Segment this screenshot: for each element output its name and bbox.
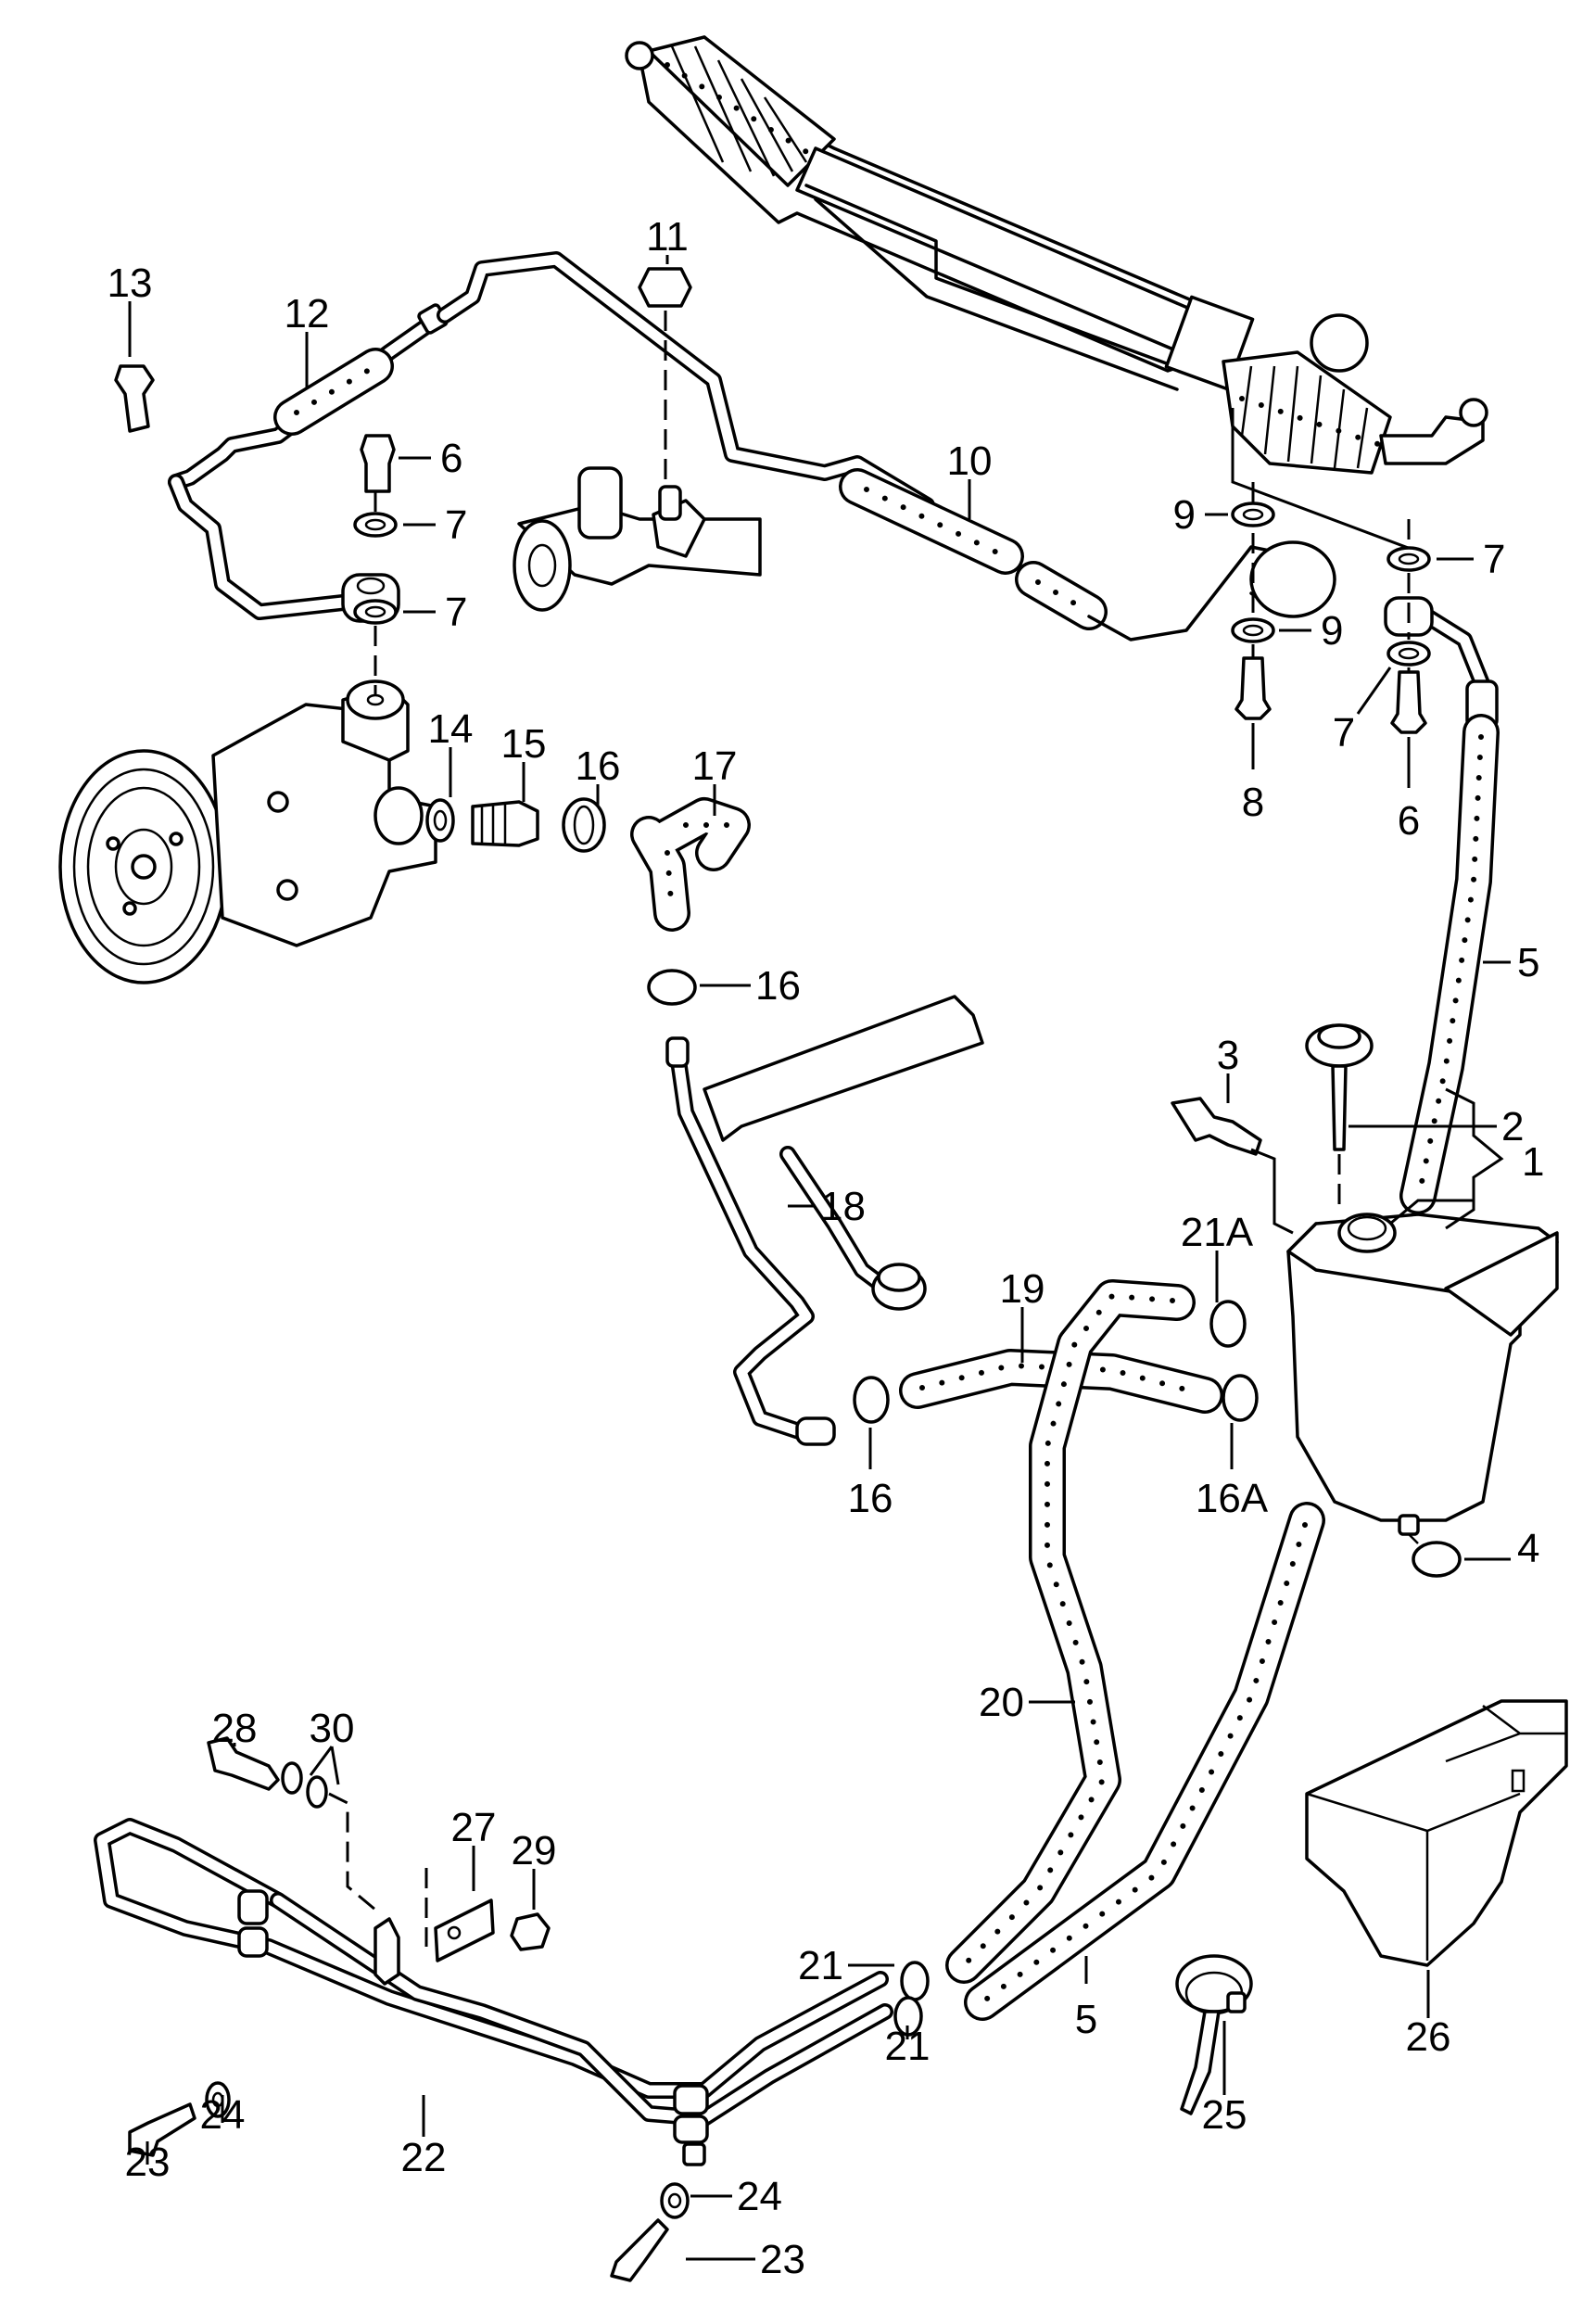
callout-24: 24 <box>737 2174 782 2219</box>
clamp-16c <box>853 1376 890 1424</box>
callout-5: 5 <box>1075 1997 1097 2042</box>
washer-7a <box>353 512 398 538</box>
callout-8: 8 <box>1242 780 1264 825</box>
pressure-line <box>168 251 935 623</box>
cooler-pipe-loop <box>94 1736 930 2282</box>
callout-7: 7 <box>445 590 467 635</box>
left-bellows <box>625 35 836 187</box>
callout-9: 9 <box>1321 608 1343 654</box>
washer-30a <box>281 1761 303 1795</box>
o-ring-14 <box>425 798 455 843</box>
banjo-bolt-8 <box>1234 656 1272 720</box>
callout-4: 4 <box>1517 1526 1539 1571</box>
callout-23: 23 <box>125 2140 171 2185</box>
steering-rack <box>625 35 1488 553</box>
callout-28: 28 <box>212 1706 258 1751</box>
hose-5 <box>964 596 1500 2021</box>
clamp-16 <box>562 797 606 853</box>
mounting-bracket <box>513 466 762 612</box>
callout-13: 13 <box>108 260 153 306</box>
callout-3: 3 <box>1217 1033 1239 1078</box>
clamp-16A <box>1222 1374 1259 1422</box>
clamp-21A <box>1209 1300 1247 1348</box>
right-bellows <box>1222 350 1392 475</box>
hose-clamp-25 <box>1175 1954 1253 2115</box>
banjo-bolt-6a <box>360 434 396 493</box>
hose-10 <box>839 468 1336 641</box>
callout-2: 2 <box>1501 1104 1524 1149</box>
pipe-18 <box>665 995 984 1446</box>
banjo-bolt-6b <box>1390 670 1427 734</box>
callout-17: 17 <box>692 743 738 789</box>
left-fasteners <box>114 267 692 695</box>
washer-9a <box>1231 502 1275 527</box>
clamp-21a <box>900 1961 930 2001</box>
washer-7d <box>1386 641 1431 667</box>
hose-20 <box>945 1279 1259 1984</box>
callout-7: 7 <box>1333 710 1355 756</box>
nut-29 <box>510 1912 551 1951</box>
pump-fittings <box>425 797 751 1006</box>
callout-15: 15 <box>501 721 547 767</box>
callout-16: 16 <box>848 1476 893 1521</box>
washer-24b <box>660 2182 690 2219</box>
callout-24: 24 <box>200 2092 246 2138</box>
bolt-13 <box>114 364 155 433</box>
callout-29: 29 <box>512 1828 557 1873</box>
callout-10: 10 <box>947 438 993 484</box>
callout-18: 18 <box>820 1184 866 1229</box>
reservoir-cover <box>1305 1699 1568 1967</box>
callout-14: 14 <box>428 706 474 752</box>
bolt-23b <box>610 2218 669 2282</box>
callout-1: 1 <box>1522 1139 1544 1185</box>
callout-26: 26 <box>1406 2014 1451 2060</box>
washer-7c <box>1386 546 1431 572</box>
callout-6: 6 <box>1398 798 1420 844</box>
power-steering-pump <box>58 679 437 984</box>
callout-22: 22 <box>401 2135 447 2180</box>
nut-11 <box>638 267 692 308</box>
callout-16: 16 <box>576 743 621 789</box>
clamp-16b <box>647 969 697 1006</box>
bolt-3 <box>1171 1097 1262 1156</box>
right-fasteners <box>1231 482 1431 734</box>
cap-4 <box>1412 1541 1462 1578</box>
callout-25: 25 <box>1202 2092 1247 2138</box>
fluid-reservoir <box>1171 1023 1559 1578</box>
leader-lines <box>128 255 1511 2261</box>
callout-7: 7 <box>1483 537 1505 582</box>
bolt-28 <box>207 1736 280 1791</box>
callout-27: 27 <box>451 1805 497 1850</box>
hose-19 <box>853 1349 1223 1424</box>
callout-21: 21 <box>885 2024 931 2069</box>
callout-5: 5 <box>1517 940 1539 985</box>
callout-16: 16 <box>755 963 801 1009</box>
washer-7b <box>353 599 398 625</box>
callout-19: 19 <box>1000 1266 1045 1312</box>
callout-12: 12 <box>285 291 330 337</box>
callout-21A: 21A <box>1181 1210 1254 1255</box>
callout-11: 11 <box>646 214 689 260</box>
washer-9b <box>1231 617 1275 643</box>
callout-21: 21 <box>798 1943 843 1988</box>
callout-20: 20 <box>979 1680 1024 1725</box>
callout-7: 7 <box>445 502 467 548</box>
callout-30: 30 <box>310 1706 355 1751</box>
callout-labels: 13 12 11 6 7 7 10 9 7 9 7 8 6 14 15 16 1… <box>108 214 1545 2282</box>
callout-9: 9 <box>1173 492 1196 538</box>
callout-23: 23 <box>760 2237 805 2282</box>
callout-16A: 16A <box>1196 1476 1269 1521</box>
callout-6: 6 <box>440 436 462 481</box>
bracket-27 <box>434 1899 495 1962</box>
washer-30b <box>306 1775 328 1809</box>
